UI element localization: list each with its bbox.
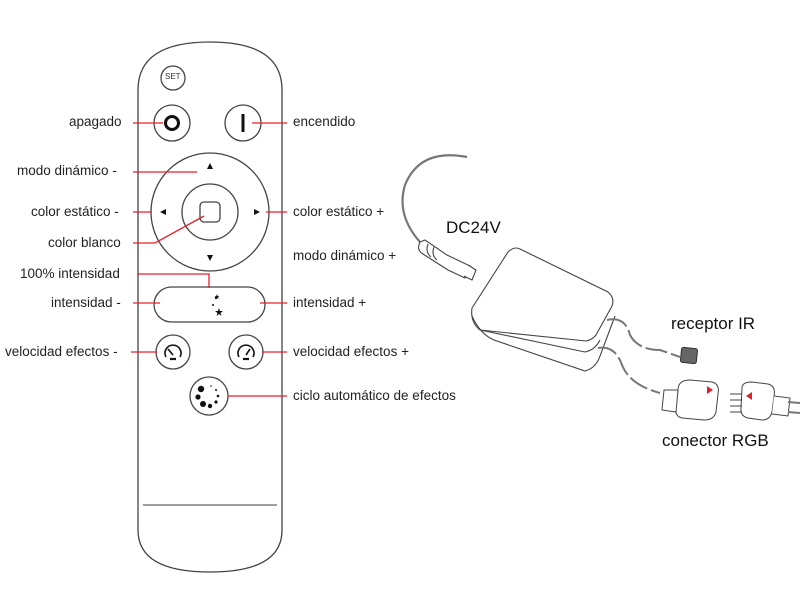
label-auto-cycle: ciclo automático de efectos [293, 388, 456, 403]
arrow-up-icon[interactable] [207, 163, 213, 169]
speed-plus-button[interactable] [228, 334, 264, 370]
off-icon [164, 115, 180, 131]
set-button-label: SET [165, 72, 181, 81]
label-full-intensity: 100% intensidad [20, 266, 120, 281]
label-dynamic-mode-plus: modo dinámico + [293, 248, 397, 263]
label-dynamic-mode-minus: modo dinámico - [17, 163, 117, 178]
arrow-left-icon[interactable] [160, 209, 166, 215]
label-intensity-minus: intensidad - [51, 295, 121, 310]
rgb-connector-female [675, 379, 719, 421]
dpad-ring[interactable] [150, 152, 270, 272]
power-cable [401, 154, 468, 243]
controller-box[interactable] [471, 247, 614, 342]
label-dc24v: DC24V [446, 218, 501, 237]
leader-full [137, 273, 210, 288]
rgb-connector-male [740, 381, 775, 421]
dc-plug [417, 239, 477, 281]
leader-white [133, 215, 205, 244]
rgb-arrow-icon [707, 386, 713, 394]
label-white-color: color blanco [48, 235, 121, 250]
cycle-dots-icon [195, 385, 220, 409]
label-static-color-minus: color estático - [31, 204, 119, 219]
rgb-connector [661, 379, 800, 421]
remote-body [137, 41, 283, 573]
white-color-button[interactable] [199, 201, 221, 223]
dpad-arrows [160, 163, 260, 261]
arrow-right-icon[interactable] [254, 209, 260, 215]
label-on: encendido [293, 114, 356, 129]
label-off: apagado [69, 114, 122, 129]
label-speed-minus: velocidad efectos - [5, 344, 118, 359]
ir-cable [606, 318, 681, 358]
ir-receiver [679, 346, 698, 365]
speedometer-slow-icon [164, 344, 182, 361]
label-intensity-plus: intensidad + [293, 295, 367, 310]
dpad-center-ring [181, 183, 239, 241]
label-speed-plus: velocidad efectos + [293, 344, 409, 359]
set-button[interactable] [160, 65, 186, 91]
remote-control [137, 41, 283, 573]
intensity-bar[interactable] [153, 286, 266, 323]
speedometer-fast-icon [237, 344, 255, 361]
label-ir-receiver: receptor IR [671, 314, 756, 333]
speed-minus-button[interactable] [155, 334, 191, 370]
label-static-color-plus: color estático + [293, 204, 385, 219]
leader-lines [131, 122, 287, 397]
led-controller [401, 154, 681, 394]
rgb-cable [597, 346, 661, 394]
moon-stars-icon [201, 293, 223, 316]
arrow-down-icon[interactable] [207, 255, 213, 261]
controller-box-base [471, 315, 616, 372]
label-rgb-connector: conector RGB [662, 431, 769, 450]
